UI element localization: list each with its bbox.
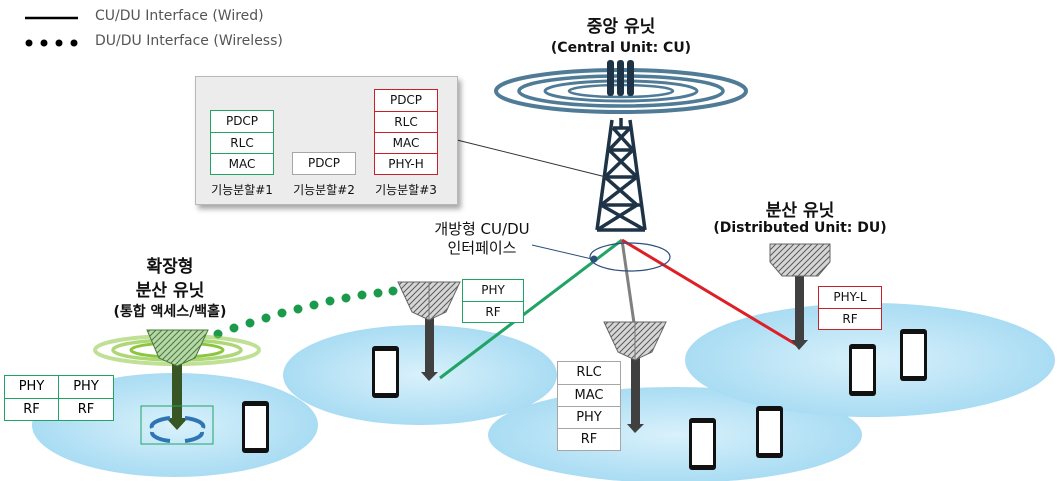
user-devices — [242, 329, 927, 470]
split1-layer: MAC — [211, 153, 273, 174]
split3-stack: PDCP RLC MAC PHY-H — [374, 89, 438, 175]
legend — [25, 16, 78, 47]
phone-icon — [689, 418, 716, 470]
extended-du-tower — [93, 329, 261, 445]
extended-du-layer: PHY — [73, 379, 99, 394]
wired-link-split3 — [621, 238, 798, 347]
cu-subtitle: (Central Unit: CU) — [550, 40, 692, 56]
center-du-tower — [603, 321, 667, 433]
split1-label: 기능분할#1 — [211, 183, 273, 197]
phone-icon — [849, 344, 876, 396]
left-du-tower — [397, 281, 461, 381]
split2-stack: PDCP — [292, 152, 356, 175]
right-du-layer: RF — [819, 308, 881, 329]
panel-leader-line — [456, 139, 611, 179]
cu-antenna — [607, 60, 634, 96]
extended-du-layer: RF — [59, 398, 113, 420]
du-subtitle: (Distributed Unit: DU) — [713, 220, 887, 236]
split3-layer: PHY-H — [375, 153, 437, 174]
legend-wired-label: CU/DU Interface (Wired) — [95, 8, 264, 24]
extended-du-title-1: 확장형 — [146, 257, 194, 277]
cu-title: 중앙 유닛 — [586, 17, 656, 37]
wired-link-split2 — [620, 239, 637, 331]
coverage-cell-left — [283, 325, 557, 425]
left-du-stack: PHY RF — [462, 279, 524, 323]
split2-layer: PDCP — [307, 156, 341, 170]
split2-label: 기능분할#2 — [293, 183, 355, 197]
center-du-layer: PHY — [558, 406, 620, 428]
split3-layer: PDCP — [389, 93, 423, 107]
wireless-link — [213, 286, 398, 339]
phone-icon — [242, 401, 269, 453]
phone-icon — [372, 346, 399, 398]
du-title: 분산 유닛 — [765, 201, 835, 221]
center-du-layer: RF — [558, 428, 620, 450]
left-du-layer: PHY — [481, 283, 505, 297]
extended-du-layer: PHY — [5, 376, 59, 398]
open-interface-label-2: 인터페이스 — [447, 239, 517, 257]
phone-icon — [900, 329, 927, 381]
right-du-tower — [769, 243, 831, 350]
right-du-layer: PHY-L — [833, 290, 867, 304]
center-du-stack: RLC MAC PHY RF — [557, 361, 621, 451]
legend-wireless-dots — [25, 39, 78, 47]
open-interface-marker — [531, 242, 671, 272]
extended-du-layer: RF — [5, 398, 59, 420]
split1-stack: PDCP RLC MAC — [210, 110, 274, 175]
legend-wireless-label: DU/DU Interface (Wireless) — [95, 33, 283, 49]
extended-du-title-2: 분산 유닛 — [135, 281, 205, 301]
split3-label: 기능분할#3 — [375, 183, 437, 197]
wired-links — [439, 238, 798, 380]
extended-du-title-3: (통합 액세스/백홀) — [113, 304, 227, 320]
split1-layer: RLC — [211, 132, 273, 153]
open-interface-label-1: 개방형 CU/DU — [434, 220, 530, 238]
left-du-layer: RF — [463, 301, 523, 322]
extended-du-stack: PHY PHY RF RF — [4, 375, 114, 421]
right-du-stack: PHY-L RF — [818, 286, 882, 330]
split1-layer: PDCP — [225, 114, 259, 128]
wired-link-split1 — [439, 238, 623, 380]
split3-layer: RLC — [375, 111, 437, 132]
center-du-layer: RLC — [576, 365, 602, 380]
center-du-layer: MAC — [558, 384, 620, 406]
cu-tower — [595, 118, 647, 232]
split3-layer: MAC — [375, 132, 437, 153]
phone-icon — [756, 406, 783, 458]
